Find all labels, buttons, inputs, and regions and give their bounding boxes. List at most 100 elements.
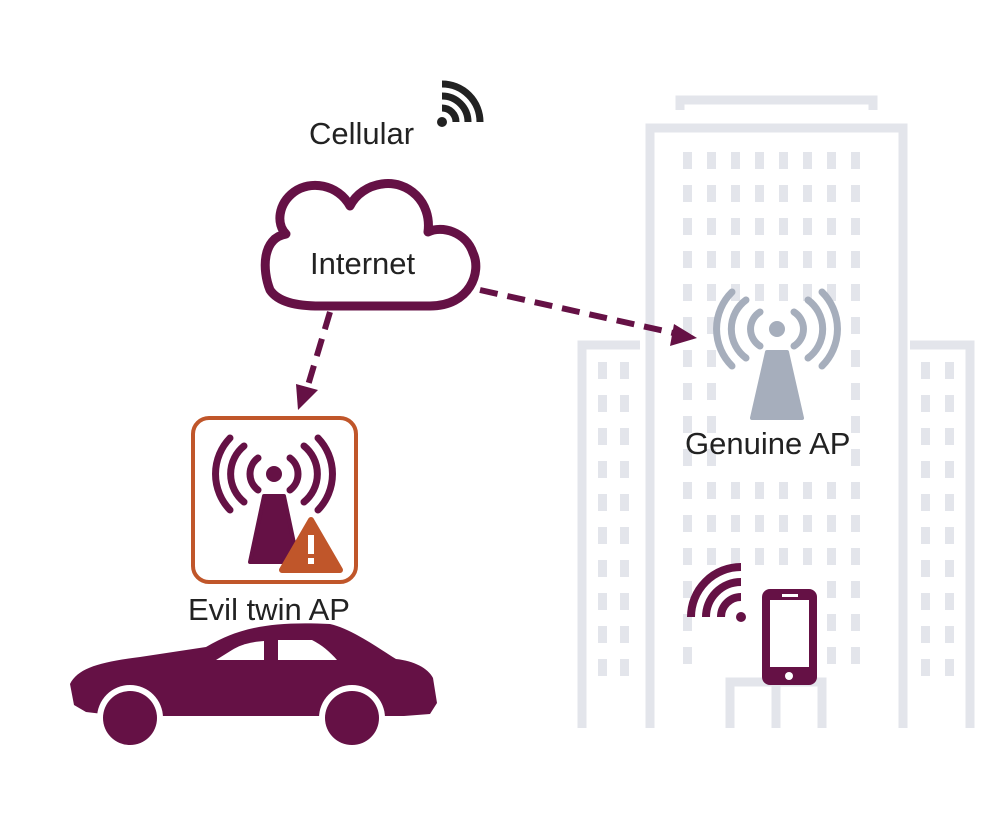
connection-arrows <box>296 287 697 410</box>
building-window <box>683 482 692 499</box>
building-window <box>827 284 836 301</box>
cloud-icon <box>260 179 481 311</box>
building-window <box>731 251 740 268</box>
building-window <box>683 383 692 400</box>
building-window <box>851 284 860 301</box>
building-window <box>707 482 716 499</box>
building-window <box>707 185 716 202</box>
building-window <box>598 593 607 610</box>
building-window <box>851 152 860 169</box>
building-window <box>731 218 740 235</box>
building-window <box>598 659 607 676</box>
building-window <box>945 659 954 676</box>
building-window <box>598 527 607 544</box>
building-window <box>755 515 764 532</box>
building-window <box>707 449 716 466</box>
building-window <box>755 482 764 499</box>
building-window <box>921 395 930 412</box>
arrowhead-evil-twin <box>296 384 318 410</box>
building-window <box>620 659 629 676</box>
building-window <box>683 449 692 466</box>
building-window <box>921 428 930 445</box>
building-window <box>683 251 692 268</box>
internet-label: Internet <box>310 246 416 281</box>
building-window <box>683 185 692 202</box>
building-window <box>945 593 954 610</box>
building-window <box>779 251 788 268</box>
building-window <box>755 218 764 235</box>
building-window <box>851 449 860 466</box>
building-window <box>731 548 740 565</box>
building-window <box>683 647 692 664</box>
wifi-icon <box>687 563 746 622</box>
building-window <box>755 284 764 301</box>
building-window <box>598 626 607 643</box>
building-window <box>620 395 629 412</box>
building-window <box>683 284 692 301</box>
building-window <box>598 494 607 511</box>
building-window <box>827 185 836 202</box>
building-window <box>707 152 716 169</box>
building-window <box>921 593 930 610</box>
arrow-to-genuine <box>479 287 679 337</box>
building-window <box>707 350 716 367</box>
building-window <box>779 515 788 532</box>
building-window <box>707 251 716 268</box>
building-window <box>803 152 812 169</box>
building-window <box>755 251 764 268</box>
building-window <box>620 626 629 643</box>
building-window <box>620 362 629 379</box>
building-window <box>851 581 860 598</box>
building-window <box>851 185 860 202</box>
building-window <box>707 515 716 532</box>
building-window <box>851 350 860 367</box>
building-window <box>707 548 716 565</box>
building-window <box>827 251 836 268</box>
warning-icon <box>279 517 343 573</box>
building-window <box>779 218 788 235</box>
building-window <box>731 482 740 499</box>
building-window <box>851 515 860 532</box>
building-window <box>803 185 812 202</box>
building-window <box>921 494 930 511</box>
building-window <box>731 185 740 202</box>
building-window <box>827 515 836 532</box>
building-window <box>707 383 716 400</box>
building-window <box>620 593 629 610</box>
building-windows <box>598 152 954 676</box>
building-window <box>779 152 788 169</box>
building-window <box>851 383 860 400</box>
building-window <box>803 515 812 532</box>
building-window <box>921 659 930 676</box>
building-window <box>945 626 954 643</box>
building-window <box>598 395 607 412</box>
building-window <box>755 548 764 565</box>
cellular-signal-icon <box>437 80 484 127</box>
building-window <box>945 494 954 511</box>
building-window <box>683 350 692 367</box>
building-window <box>779 482 788 499</box>
building-window <box>731 515 740 532</box>
building-window <box>731 152 740 169</box>
building-window <box>683 581 692 598</box>
building-window <box>921 626 930 643</box>
building-window <box>731 284 740 301</box>
building-window <box>683 548 692 565</box>
building-window <box>620 428 629 445</box>
building-window <box>827 482 836 499</box>
access-point-icon <box>212 434 336 564</box>
building-window <box>779 548 788 565</box>
building-window <box>827 152 836 169</box>
evil-twin-ap-label: Evil twin AP <box>188 592 350 627</box>
building-window <box>827 581 836 598</box>
building-window <box>707 284 716 301</box>
car-icon <box>70 623 437 751</box>
building-window <box>803 251 812 268</box>
building-window <box>683 152 692 169</box>
building-window <box>945 560 954 577</box>
genuine-ap-label: Genuine AP <box>685 426 851 461</box>
building-window <box>921 362 930 379</box>
building-window <box>945 428 954 445</box>
building-window <box>921 461 930 478</box>
